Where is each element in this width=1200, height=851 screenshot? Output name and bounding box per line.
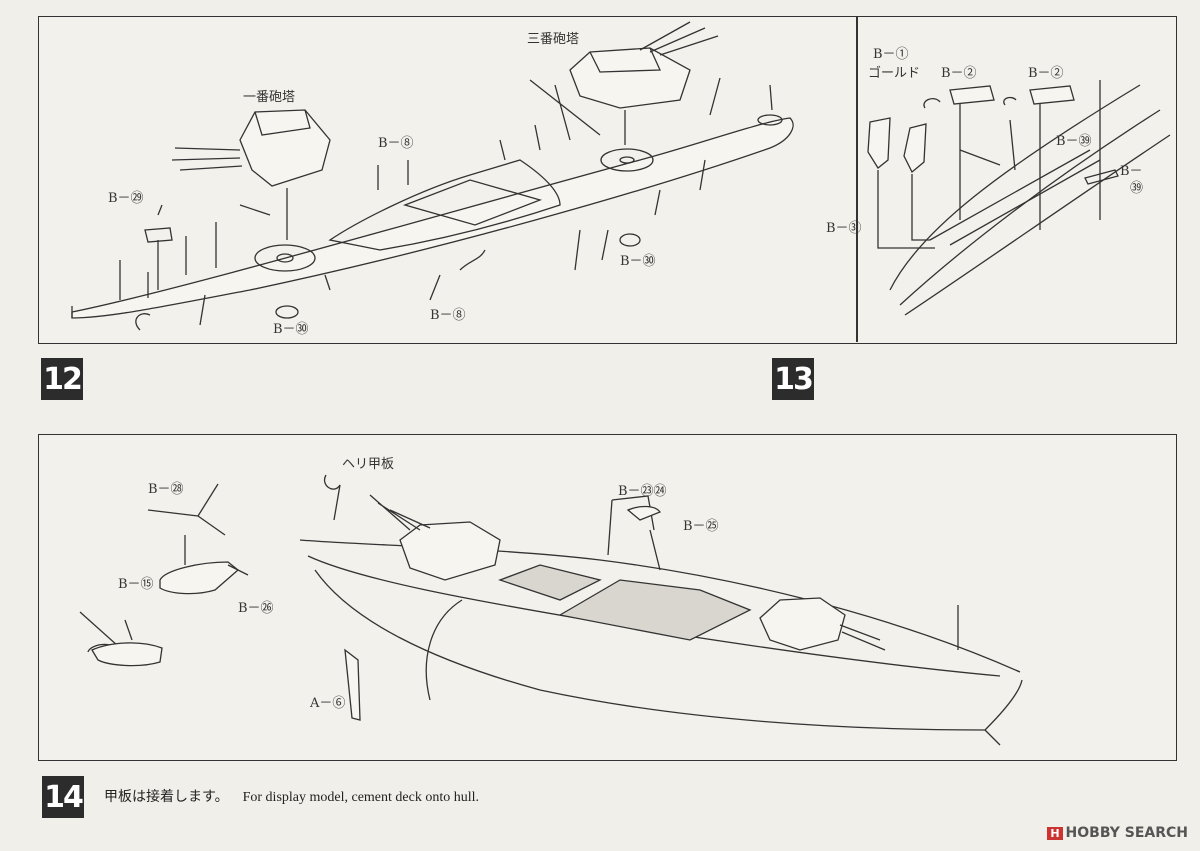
step-14-caption: 甲板は接着します。 For display model, cement deck … [104,786,479,806]
label-b30-left: B－㉚ [273,322,309,337]
turret-3-illustration [569,21,719,145]
helicopter-illustrations [79,483,249,667]
label-b39-a: B－㊴ [1056,134,1092,149]
small-parts-step14 [323,474,959,721]
step-number-14: 14 [42,776,84,818]
label-b8-bottom: B－⑧ [430,308,466,323]
label-turret-3: 三番砲塔 [527,32,580,47]
ship-turrets-step14 [369,494,886,651]
label-turret-1: 一番砲塔 [243,90,296,105]
caption-english: For display model, cement deck onto hull… [242,790,480,805]
turret-1-illustration [171,109,331,240]
label-b1: B－① [873,47,909,62]
label-b29: B－㉙ [108,191,144,206]
step-number-13: 13 [772,358,814,400]
label-a6: A－⑥ [310,696,346,711]
label-b39-b-dash: B－ [1120,164,1143,179]
label-b23-24: B－㉓㉔ [618,484,667,499]
label-b2-a: B－② [941,66,977,81]
bow-illustration [867,80,1171,316]
small-parts-step12 [119,77,773,331]
label-b2-b: B－② [1028,66,1064,81]
label-gold: ゴールド [868,66,921,81]
panel-divider [856,16,858,342]
caption-japanese: 甲板は接着します。 [104,789,229,805]
label-b39-b-num: ㊴ [1130,181,1144,196]
label-b25: B－㉕ [683,519,719,534]
label-b8-top: B－⑧ [378,136,414,151]
label-b15: B－⑮ [118,577,154,592]
label-heli-deck: ヘリ甲板 [342,457,395,472]
deck-illustration [71,114,794,319]
label-b26: B－㉖ [238,601,274,616]
label-b30-right: B－㉚ [620,254,656,269]
watermark-text: HOBBY SEARCH [1065,825,1188,841]
step-number-12: 12 [41,358,83,400]
label-b28: B－㉘ [148,482,184,497]
label-b31: B－㉛ [826,221,862,236]
watermark-badge: H [1047,827,1063,840]
ship-hull-illustration [299,539,1023,746]
